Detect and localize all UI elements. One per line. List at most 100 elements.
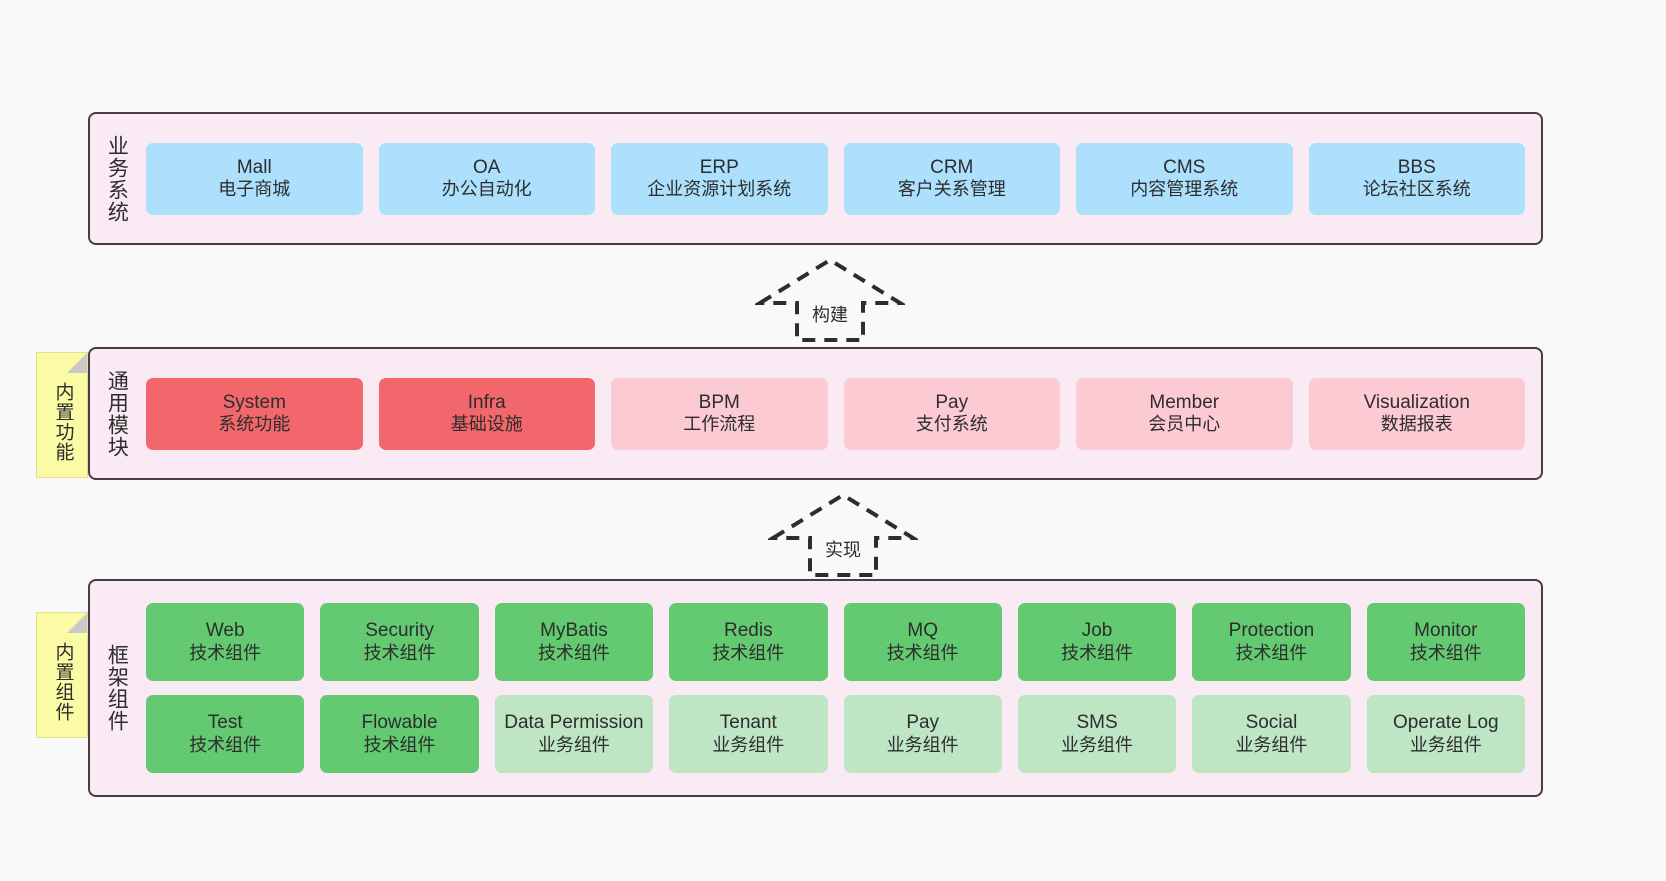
card-redis[interactable]: Redis 技术组件 bbox=[669, 603, 828, 681]
card-subtitle: 业务组件 bbox=[1235, 734, 1308, 755]
implement-arrow-glyph bbox=[768, 492, 918, 577]
card-monitor[interactable]: Monitor 技术组件 bbox=[1366, 603, 1525, 681]
card-title: Member bbox=[1149, 391, 1220, 413]
implement-arrow-label: 实现 bbox=[825, 540, 861, 560]
build-arrow-glyph bbox=[755, 257, 905, 342]
card-title: Protection bbox=[1228, 620, 1315, 642]
card-web[interactable]: Web 技术组件 bbox=[146, 603, 305, 681]
card-subtitle: 支付系统 bbox=[915, 414, 988, 435]
card-operate-log[interactable]: Operate Log 业务组件 bbox=[1366, 695, 1525, 773]
card-title: Web bbox=[205, 620, 245, 642]
card-subtitle: 技术组件 bbox=[189, 734, 262, 755]
card-subtitle: 技术组件 bbox=[1409, 642, 1482, 663]
card-member[interactable]: Member 会员中心 bbox=[1076, 377, 1293, 450]
card-security[interactable]: Security 技术组件 bbox=[320, 603, 479, 681]
card-flowable[interactable]: Flowable 技术组件 bbox=[320, 695, 479, 773]
card-title: Security bbox=[365, 620, 434, 642]
card-mybatis[interactable]: MyBatis 技术组件 bbox=[494, 603, 654, 681]
layer-common-modules-body: System 系统功能 Infra 基础设施 BPM 工作流程 Pay 支付系统… bbox=[142, 349, 1541, 478]
framework-business-row: Test 技术组件 Flowable 技术组件 Data Permission … bbox=[146, 695, 1525, 773]
layer-business-systems-body: Mall 电子商城 OA 办公自动化 ERP 企业资源计划系统 CRM 客户关系… bbox=[142, 114, 1541, 243]
sticky-note-builtin-components: 内置组件 bbox=[36, 612, 88, 738]
card-social[interactable]: Social 业务组件 bbox=[1192, 695, 1351, 773]
card-subtitle: 企业资源计划系统 bbox=[647, 179, 792, 200]
card-pay-component[interactable]: Pay 业务组件 bbox=[843, 695, 1002, 773]
card-title: Social bbox=[1245, 712, 1298, 734]
card-title: Pay bbox=[906, 712, 940, 734]
card-data-permission[interactable]: Data Permission 业务组件 bbox=[494, 695, 654, 773]
card-title: BBS bbox=[1397, 156, 1436, 178]
card-subtitle: 业务组件 bbox=[712, 734, 785, 755]
card-title: Visualization bbox=[1363, 391, 1470, 413]
card-title: BPM bbox=[698, 391, 740, 413]
card-subtitle: 数据报表 bbox=[1380, 414, 1453, 435]
card-title: SMS bbox=[1076, 712, 1118, 734]
sticky-note-label: 内置组件 bbox=[52, 642, 74, 722]
card-subtitle: 客户关系管理 bbox=[897, 179, 1006, 200]
framework-tech-row: Web 技术组件 Security 技术组件 MyBatis 技术组件 Redi… bbox=[146, 603, 1525, 681]
card-protection[interactable]: Protection 技术组件 bbox=[1192, 603, 1351, 681]
card-bbs[interactable]: BBS 论坛社区系统 bbox=[1308, 142, 1525, 215]
common-modules-row: System 系统功能 Infra 基础设施 BPM 工作流程 Pay 支付系统… bbox=[146, 377, 1525, 450]
card-subtitle: 业务组件 bbox=[1409, 734, 1482, 755]
card-title: System bbox=[222, 391, 286, 413]
card-title: Mall bbox=[236, 156, 272, 178]
card-subtitle: 基础设施 bbox=[450, 414, 523, 435]
card-title: CRM bbox=[930, 156, 974, 178]
card-oa[interactable]: OA 办公自动化 bbox=[378, 142, 595, 215]
card-cms[interactable]: CMS 内容管理系统 bbox=[1076, 142, 1293, 215]
card-subtitle: 技术组件 bbox=[886, 642, 959, 663]
card-mq[interactable]: MQ 技术组件 bbox=[843, 603, 1002, 681]
card-subtitle: 业务组件 bbox=[537, 734, 610, 755]
layer-common-modules-title: 通用模块 bbox=[105, 369, 129, 458]
card-sms[interactable]: SMS 业务组件 bbox=[1017, 695, 1177, 773]
card-subtitle: 办公自动化 bbox=[441, 179, 532, 200]
card-visualization[interactable]: Visualization 数据报表 bbox=[1308, 377, 1525, 450]
card-pay-module[interactable]: Pay 支付系统 bbox=[843, 377, 1060, 450]
layer-framework-components: 框架组件 Web 技术组件 Security 技术组件 MyBatis 技术组件… bbox=[88, 579, 1543, 797]
card-erp[interactable]: ERP 企业资源计划系统 bbox=[611, 142, 828, 215]
build-arrow-label: 构建 bbox=[812, 305, 848, 325]
business-systems-row: Mall 电子商城 OA 办公自动化 ERP 企业资源计划系统 CRM 客户关系… bbox=[146, 142, 1525, 215]
card-job[interactable]: Job 技术组件 bbox=[1017, 603, 1177, 681]
card-title: Test bbox=[207, 712, 243, 734]
card-subtitle: 会员中心 bbox=[1148, 414, 1221, 435]
card-system[interactable]: System 系统功能 bbox=[146, 377, 363, 450]
card-mall[interactable]: Mall 电子商城 bbox=[146, 142, 363, 215]
card-test[interactable]: Test 技术组件 bbox=[146, 695, 305, 773]
card-subtitle: 技术组件 bbox=[1061, 642, 1134, 663]
card-title: Data Permission bbox=[504, 712, 644, 734]
card-subtitle: 系统功能 bbox=[218, 414, 291, 435]
card-tenant[interactable]: Tenant 业务组件 bbox=[669, 695, 828, 773]
card-crm[interactable]: CRM 客户关系管理 bbox=[843, 142, 1060, 215]
layer-business-systems-title: 业务系统 bbox=[105, 134, 129, 223]
card-subtitle: 技术组件 bbox=[1235, 642, 1308, 663]
card-subtitle: 技术组件 bbox=[537, 642, 610, 663]
card-title: Pay bbox=[935, 391, 969, 413]
card-title: Operate Log bbox=[1392, 712, 1499, 734]
card-title: MQ bbox=[907, 620, 938, 642]
card-subtitle: 论坛社区系统 bbox=[1362, 179, 1471, 200]
layer-framework-components-title: 框架组件 bbox=[105, 644, 129, 732]
layer-common-modules: 通用模块 System 系统功能 Infra 基础设施 BPM 工作流程 Pay… bbox=[88, 347, 1543, 480]
build-arrow: 构建 bbox=[755, 255, 905, 345]
card-title: Flowable bbox=[361, 712, 438, 734]
card-subtitle: 技术组件 bbox=[189, 642, 262, 663]
card-subtitle: 工作流程 bbox=[683, 414, 756, 435]
card-subtitle: 电子商城 bbox=[218, 179, 291, 200]
card-title: Infra bbox=[467, 391, 506, 413]
card-subtitle: 技术组件 bbox=[363, 642, 436, 663]
card-title: CMS bbox=[1163, 156, 1206, 178]
sticky-note-label: 内置功能 bbox=[52, 382, 74, 462]
card-title: ERP bbox=[699, 156, 739, 178]
card-infra[interactable]: Infra 基础设施 bbox=[378, 377, 595, 450]
card-title: Job bbox=[1081, 620, 1113, 642]
sticky-note-builtin-features: 内置功能 bbox=[36, 352, 88, 478]
card-title: Tenant bbox=[719, 712, 777, 734]
card-title: Redis bbox=[724, 620, 773, 642]
card-title: MyBatis bbox=[540, 620, 608, 642]
card-subtitle: 技术组件 bbox=[363, 734, 436, 755]
card-bpm[interactable]: BPM 工作流程 bbox=[611, 377, 828, 450]
layer-framework-components-body: Web 技术组件 Security 技术组件 MyBatis 技术组件 Redi… bbox=[142, 581, 1541, 795]
